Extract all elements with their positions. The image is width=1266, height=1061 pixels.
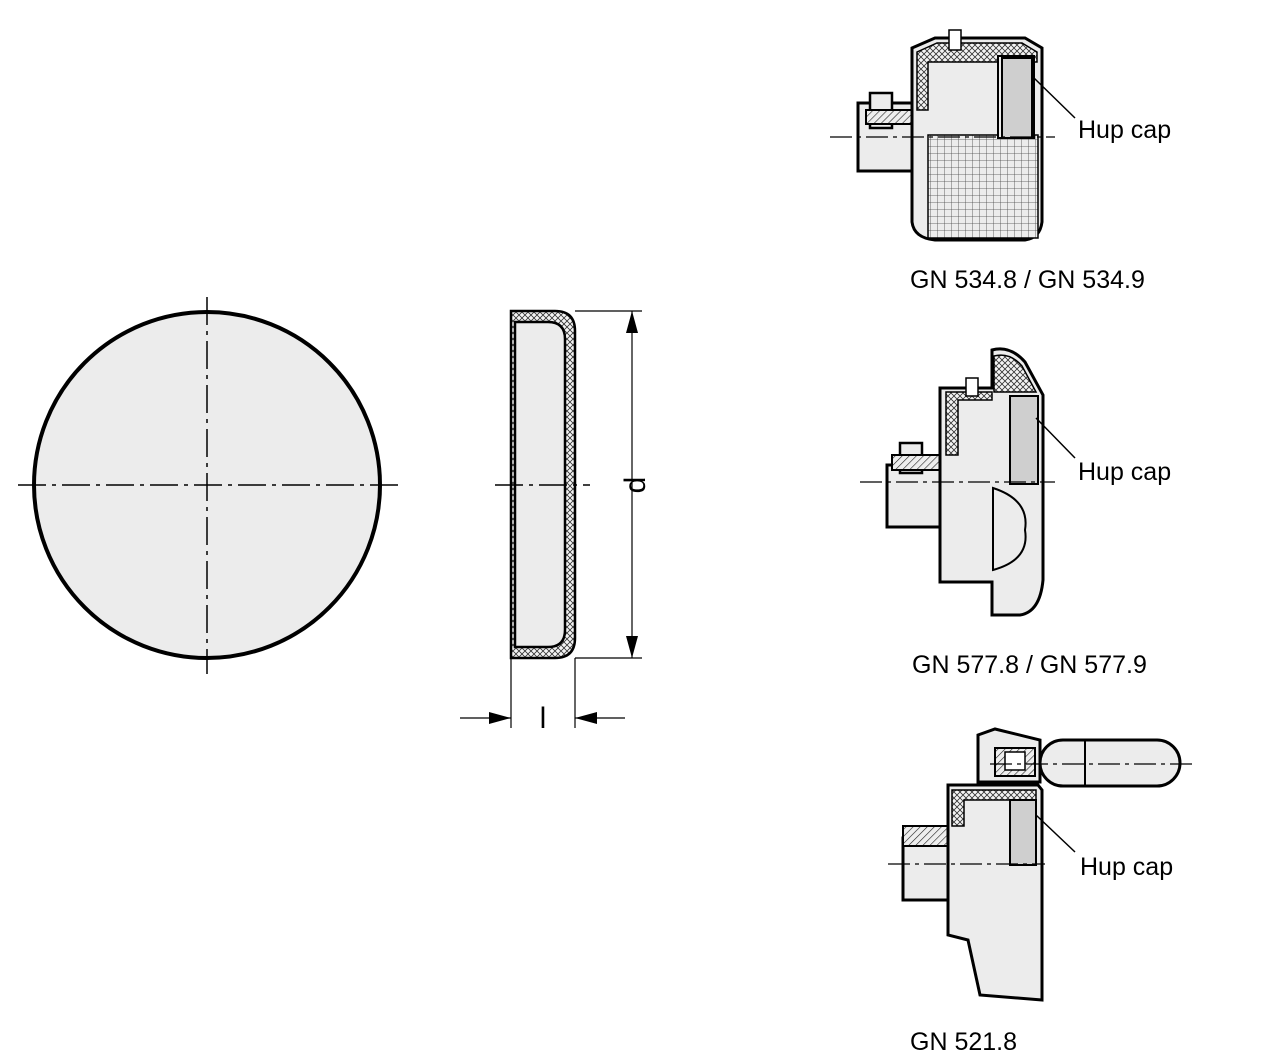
dimension-d: d — [575, 310, 652, 659]
side-view-cap — [495, 309, 590, 660]
dimension-l: l — [460, 658, 625, 735]
figure-gn521: Hup cap GN 521.8 — [888, 727, 1195, 1056]
gn521-caption: GN 521.8 — [910, 1028, 1017, 1056]
gn534-callout: Hup cap — [1078, 116, 1171, 144]
gn577-caption: GN 577.8 / GN 577.9 — [912, 651, 1147, 679]
dimension-l-label: l — [540, 702, 547, 735]
dimension-d-label: d — [619, 477, 652, 494]
gn534-caption: GN 534.8 / GN 534.9 — [910, 266, 1145, 294]
front-view-cap — [18, 297, 398, 674]
gn577-callout: Hup cap — [1078, 458, 1171, 486]
figure-gn534: Hup cap GN 534.8 / GN 534.9 — [830, 29, 1171, 294]
figure-gn577: Hup cap GN 577.8 / GN 577.9 — [860, 347, 1171, 679]
gn521-callout: Hup cap — [1080, 853, 1173, 881]
